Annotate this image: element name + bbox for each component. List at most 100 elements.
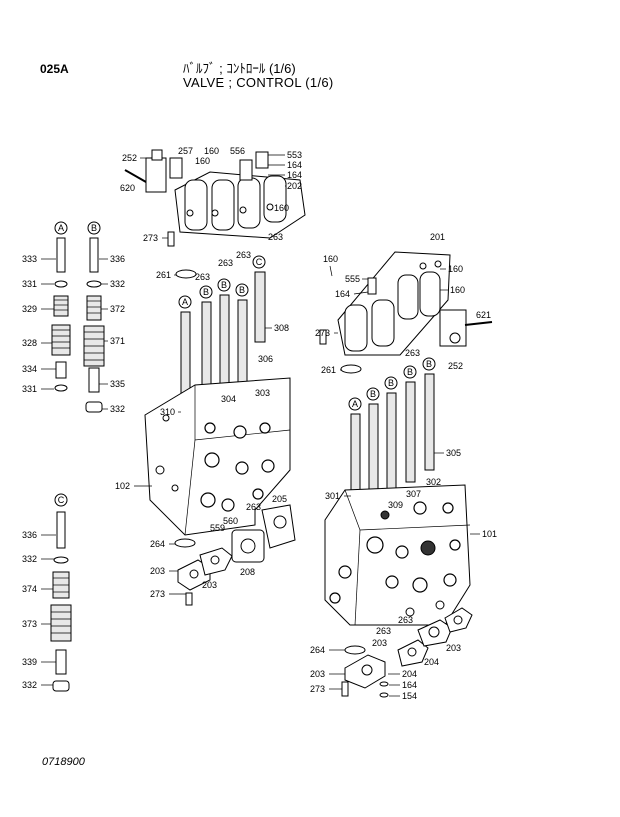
part-callout: 264 <box>150 539 165 549</box>
document-number: 0718900 <box>42 756 85 768</box>
callout-332c: 332 <box>22 554 37 564</box>
spool-letter-label: C <box>58 495 65 505</box>
part-callout: 273 <box>310 684 325 694</box>
part-callout: 205 <box>272 494 287 504</box>
callout-331a: 331 <box>22 279 37 289</box>
part-callout: 273 <box>315 328 330 338</box>
part-callout: 308 <box>274 323 289 333</box>
part-callout: 102 <box>115 481 130 491</box>
part-callout: 263 <box>218 258 233 268</box>
spool-letter-label: A <box>352 399 358 409</box>
spool-letter-label: B <box>388 378 394 388</box>
part-callout: 621 <box>476 310 491 320</box>
callout-374: 374 <box>22 584 37 594</box>
part-callout: 160 <box>448 264 463 274</box>
cover-202 <box>174 171 306 239</box>
callout-373: 373 <box>22 619 37 629</box>
part-callout: 160 <box>274 203 289 213</box>
spool-letter-label: C <box>256 257 263 267</box>
part-callout: 263 <box>195 272 210 282</box>
part-callout: 203 <box>446 643 461 653</box>
part-callout: 164 <box>287 160 302 170</box>
part-callout: 257 <box>178 146 193 156</box>
callout-332a: 332 <box>110 279 125 289</box>
part-callout: 201 <box>430 232 445 242</box>
part-callout: 203 <box>202 580 217 590</box>
part-callout: 304 <box>221 394 236 404</box>
part-callout: 160 <box>323 254 338 264</box>
solenoid-valve-208 <box>231 504 296 563</box>
spool-letter-label: B <box>221 280 227 290</box>
part-callout: 273 <box>150 589 165 599</box>
callout-331b: 331 <box>22 384 37 394</box>
callout-339: 339 <box>22 657 37 667</box>
part-callout: 553 <box>287 150 302 160</box>
part-callout: 252 <box>122 153 137 163</box>
covers-lower-right <box>341 607 473 698</box>
callout-333: 333 <box>22 254 37 264</box>
callout-335: 335 <box>110 379 125 389</box>
part-callout: 252 <box>448 361 463 371</box>
solenoid-252-right <box>439 309 493 347</box>
part-callout: 263 <box>246 502 261 512</box>
callout-334: 334 <box>22 364 37 374</box>
part-callout: 307 <box>406 489 421 499</box>
part-callout: 263 <box>268 232 283 242</box>
part-callout: 154 <box>402 691 417 701</box>
title-english: VALVE ; CONTROL (1/6) <box>183 75 334 90</box>
callout-332b: 332 <box>110 404 125 414</box>
part-callout: 101 <box>482 529 497 539</box>
callout-329: 329 <box>22 304 37 314</box>
spool-letter-label: A <box>182 297 188 307</box>
spool-set-right: A B B B B <box>348 357 436 511</box>
callout-372: 372 <box>110 304 125 314</box>
spool-letter-label: B <box>203 287 209 297</box>
part-callout: 306 <box>258 354 273 364</box>
valve-body-101 <box>324 484 471 626</box>
part-callout: 202 <box>287 181 302 191</box>
part-callout: 263 <box>398 615 413 625</box>
part-callout: 160 <box>450 285 465 295</box>
part-callout: 204 <box>424 657 439 667</box>
spool-letter-label: B <box>91 223 97 233</box>
solenoid-top <box>239 151 269 181</box>
part-callout: 204 <box>402 669 417 679</box>
part-callout: 264 <box>310 645 325 655</box>
part-callout: 302 <box>426 477 441 487</box>
part-callout: 273 <box>143 233 158 243</box>
part-callout: 301 <box>325 491 340 501</box>
part-callout: 203 <box>372 638 387 648</box>
callout-336b: 336 <box>22 530 37 540</box>
spool-letter-label: B <box>239 285 245 295</box>
part-callout: 164 <box>335 289 350 299</box>
spool-letter-label: B <box>407 367 413 377</box>
spool-letter-label: B <box>370 389 376 399</box>
part-callout: 160 <box>204 146 219 156</box>
part-callout: 263 <box>236 250 251 260</box>
part-callout: 555 <box>345 274 360 284</box>
part-callout: 559 <box>210 523 225 533</box>
part-callout: 263 <box>405 348 420 358</box>
callout-336a: 336 <box>110 254 125 264</box>
part-callout: 309 <box>388 500 403 510</box>
part-callout: 164 <box>402 680 417 690</box>
part-callout: 261 <box>156 270 171 280</box>
part-callout: 620 <box>120 183 135 193</box>
cover-201 <box>337 251 451 356</box>
part-callout: 208 <box>240 567 255 577</box>
spring-stack-a: A <box>51 221 71 392</box>
spool-letter-label: B <box>426 359 432 369</box>
part-callout: 263 <box>376 626 391 636</box>
title-japanese: ﾊﾞﾙﾌﾞ ; ｺﾝﾄﾛｰﾙ (1/6) <box>183 61 296 76</box>
callout-328: 328 <box>22 338 37 348</box>
solenoid-252-left <box>124 149 183 193</box>
part-callout: 556 <box>230 146 245 156</box>
part-callout: 164 <box>287 170 302 180</box>
part-callout: 303 <box>255 388 270 398</box>
cover-203-middle <box>177 547 233 591</box>
section-code: 025A <box>40 62 69 76</box>
spool-letter-label: A <box>58 223 64 233</box>
spring-stack-b: B <box>83 221 105 413</box>
